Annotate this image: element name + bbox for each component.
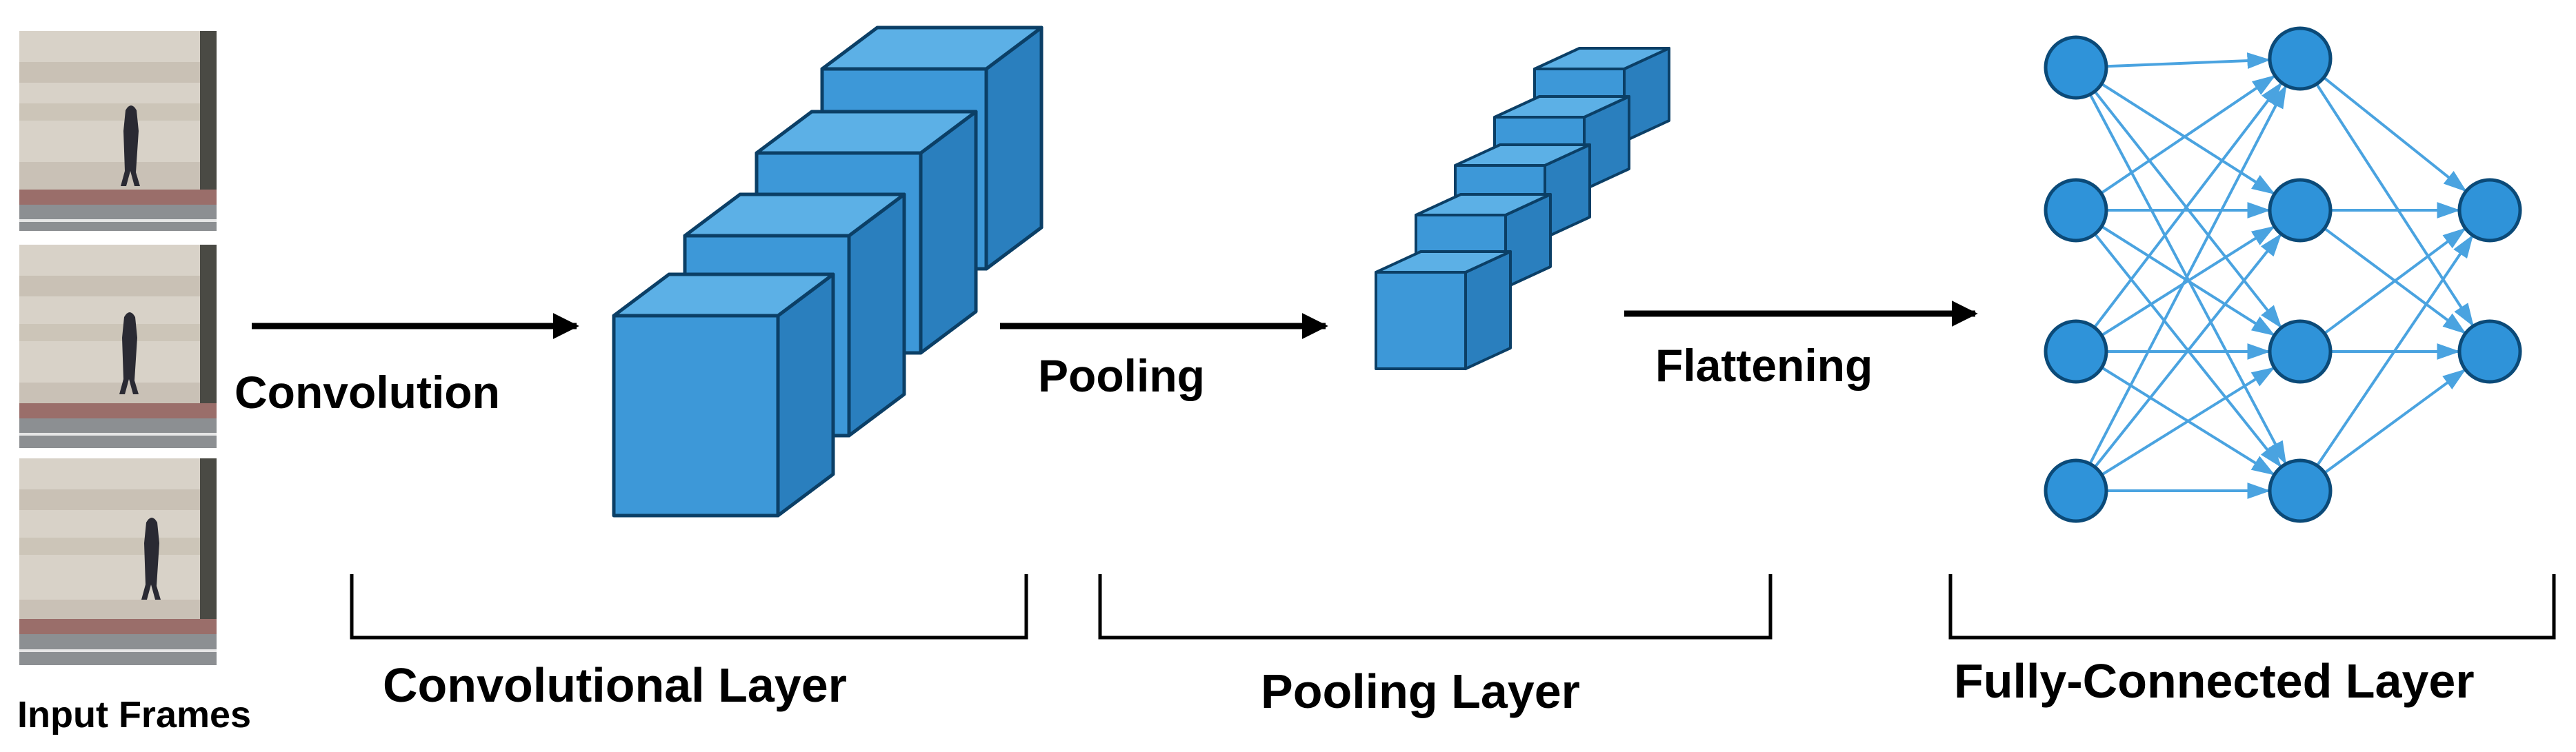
network-edge	[2324, 369, 2466, 474]
neuron-node	[2457, 319, 2522, 384]
pooled-feature-maps	[1375, 47, 1670, 370]
input-frames-label: Input Frames	[17, 694, 251, 735]
network-edge	[2100, 74, 2276, 194]
network-edge	[2315, 234, 2474, 467]
convolution-label: Convolution	[234, 367, 500, 418]
network-edge	[2324, 227, 2466, 335]
neuron-node	[2268, 458, 2333, 523]
neuron-node	[2044, 319, 2108, 384]
input-frame	[19, 245, 217, 448]
neuron-node	[2457, 178, 2522, 243]
input-frame	[19, 458, 217, 665]
network-edge	[2088, 84, 2287, 465]
input-frames	[19, 31, 217, 665]
feature-map-cube	[612, 272, 835, 518]
flattening-label: Flattening	[1655, 340, 1873, 391]
convolutional-feature-maps	[612, 26, 1044, 518]
network-edge	[2106, 52, 2271, 69]
fully-connected-layer-bracket	[1948, 574, 2556, 640]
network-edge	[2093, 233, 2282, 468]
network-edge	[2323, 76, 2467, 192]
neuron-node	[2044, 458, 2108, 523]
network-edge	[2101, 225, 2275, 337]
pooled-map-cube	[1375, 250, 1512, 370]
pooling-label: Pooling	[1038, 350, 1205, 401]
network-edge	[2101, 367, 2275, 476]
neuron-node	[2044, 35, 2108, 100]
convolutional-layer-bracket	[350, 574, 1028, 640]
neuron-node	[2268, 319, 2333, 384]
pooling-layer-label: Pooling Layer	[1261, 664, 1580, 718]
pooling-layer-bracket	[1098, 574, 1773, 640]
network-edge	[2093, 81, 2283, 329]
fully-connected-layer-label: Fully-Connected Layer	[1954, 654, 2475, 708]
input-frame	[19, 31, 217, 231]
neuron-node	[2268, 178, 2333, 243]
convolutional-layer-label: Convolutional Layer	[383, 658, 847, 712]
network-edge	[2315, 83, 2474, 327]
neuron-node	[2044, 178, 2108, 243]
fully-connected-network	[2044, 26, 2522, 523]
network-edge	[2101, 82, 2276, 195]
neuron-node	[2268, 26, 2333, 91]
network-edge	[2088, 93, 2287, 465]
